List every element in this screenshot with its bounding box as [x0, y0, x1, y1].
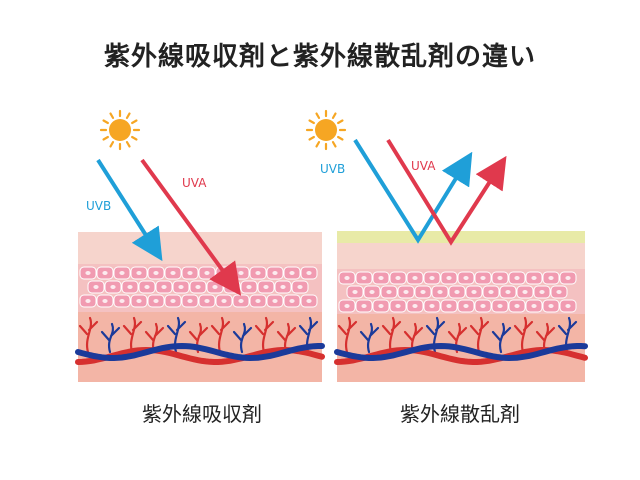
uva-arrow-left [140, 158, 242, 296]
cells-right [338, 271, 577, 313]
blood-vessels-left [75, 316, 325, 365]
sun-icon [99, 109, 141, 151]
diagram-title: 紫外線吸収剤と紫外線散乱剤の違い [103, 42, 536, 72]
skin-right [334, 231, 588, 382]
uva-label-right: UVA [411, 159, 436, 173]
cells-left [79, 266, 318, 308]
epidermis-top-right [337, 243, 585, 269]
uvb-arrow-right [353, 138, 473, 244]
skin-left [75, 232, 325, 382]
blood-vessels-right [334, 316, 588, 365]
uvb-label-right: UVB [320, 162, 345, 176]
sun-icon [305, 109, 347, 151]
uva-label-left: UVA [182, 176, 207, 190]
caption-scatterer: 紫外線散乱剤 [400, 402, 520, 426]
uvb-label-left: UVB [86, 199, 111, 213]
uvb-arrow-left [96, 158, 163, 262]
caption-absorber: 紫外線吸収剤 [142, 402, 262, 426]
uva-arrow-right [386, 138, 507, 246]
coating-layer [337, 231, 585, 243]
